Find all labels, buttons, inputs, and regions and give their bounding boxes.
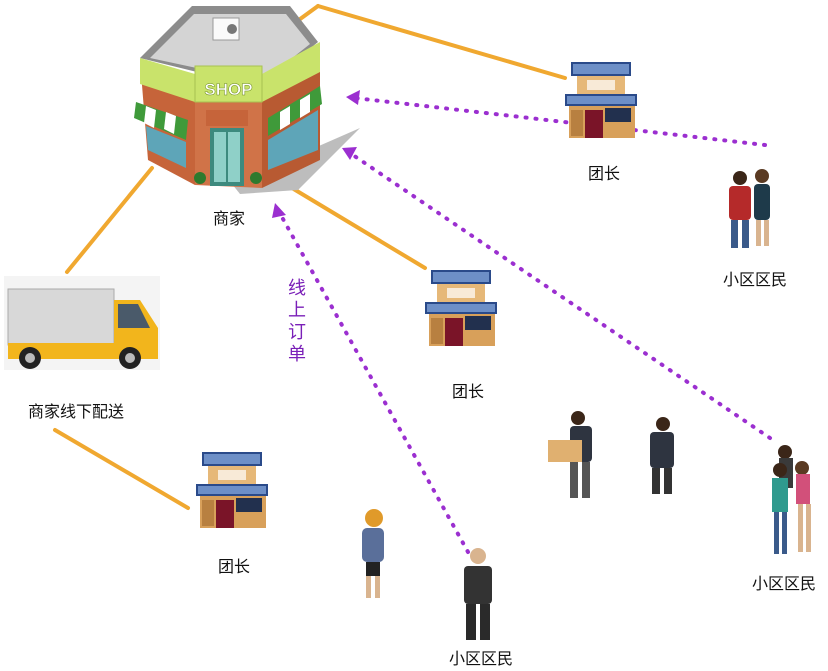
- group-leader-bottom-label: 团长: [218, 557, 251, 576]
- people-icon-man: [464, 548, 492, 640]
- people-icon-woman: [362, 509, 384, 598]
- merchant-offline-delivery-label: 商家线下配送: [28, 402, 125, 421]
- group-leader-middle-label: 团长: [452, 382, 485, 401]
- dotted-links: [276, 96, 772, 554]
- people-icon-group-far-right: [772, 445, 811, 554]
- residents-right-label: 小区区民: [723, 270, 788, 289]
- solid-links: [53, 4, 567, 510]
- people-icon-businessmen: [548, 411, 674, 498]
- arrow-heads: [272, 90, 360, 218]
- people-icon-couple-right: [729, 169, 770, 248]
- house-icon-bottom: [196, 452, 268, 528]
- residents-bottom-label: 小区区民: [449, 649, 514, 668]
- house-icon-middle: [425, 270, 497, 346]
- online-order-label: 线上订单: [288, 278, 306, 365]
- merchant-label: 商家: [213, 209, 246, 228]
- shop-icon: SHOP: [134, 6, 360, 194]
- delivery-truck-icon: [4, 276, 160, 370]
- house-icon-top: [565, 62, 637, 138]
- residents-far-right-label: 小区区民: [752, 574, 817, 593]
- group-leader-top-label: 团长: [588, 164, 621, 183]
- shop-sign-text: SHOP: [204, 80, 252, 99]
